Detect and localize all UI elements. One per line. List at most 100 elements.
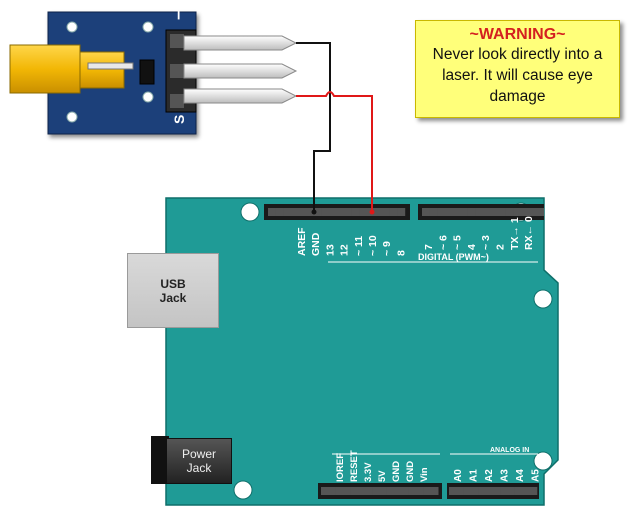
header-socket — [513, 208, 522, 216]
pin-label: ~ 10 — [367, 235, 379, 256]
laser-pin-ground — [183, 35, 298, 51]
pin-label: RESET — [349, 450, 360, 482]
header-socket — [478, 487, 487, 495]
header-socket — [397, 208, 406, 216]
laser-diode-tube — [79, 51, 125, 89]
pin-label: A2 — [484, 469, 495, 482]
header-socket — [359, 208, 368, 216]
pin-label: GND — [391, 461, 402, 482]
header-socket — [505, 208, 514, 216]
pin-label: 5V — [377, 470, 388, 482]
header-socket — [335, 487, 344, 495]
usb-jack-label-line1: USB — [160, 276, 186, 291]
digital-header-label: DIGITAL (PWM~) — [418, 252, 489, 262]
pin-label: GND — [310, 232, 322, 256]
header-socket — [536, 208, 544, 216]
header-socket — [498, 208, 506, 216]
pin-label: 4 — [466, 244, 478, 250]
header-socket — [514, 487, 523, 495]
warning-line-3: damage — [489, 88, 546, 105]
header-socket — [467, 208, 476, 216]
header-socket — [500, 487, 509, 495]
header-socket — [482, 208, 491, 216]
laser-mount-hole — [66, 21, 78, 33]
ground-wire-end — [311, 209, 317, 215]
header-socket — [463, 487, 472, 495]
power-jack-label-line1: Power — [181, 447, 216, 461]
usb-jack: USB Jack — [127, 253, 219, 328]
warning-line-2: laser. It will cause eye — [442, 67, 593, 84]
header-socket — [475, 208, 484, 216]
header-socket — [321, 208, 330, 216]
header-socket — [379, 487, 388, 495]
header-socket — [485, 487, 494, 495]
header-socket — [456, 487, 465, 495]
pin-label: 8 — [395, 250, 407, 256]
ground-wire — [296, 42, 331, 212]
header-socket — [507, 487, 516, 495]
usb-jack-label-line2: Jack — [159, 290, 187, 305]
header-socket — [328, 487, 337, 495]
header-socket — [452, 208, 461, 216]
header-socket — [401, 487, 410, 495]
board-mount-hole — [533, 451, 553, 471]
pin-label: Vin — [419, 467, 430, 482]
warning-note: ~WARNING~ Never look directly into a las… — [415, 20, 620, 118]
header-socket — [490, 208, 499, 216]
header-socket — [364, 487, 373, 495]
pin-label: 2 — [495, 244, 507, 250]
warning-title: ~WARNING~ — [469, 26, 566, 43]
board-mount-hole — [240, 202, 260, 222]
pin-label: IOREF — [335, 453, 346, 482]
header-socket — [422, 208, 430, 216]
header-socket — [492, 487, 501, 495]
laser-module: − S — [9, 11, 298, 135]
header-socket — [351, 208, 360, 216]
pin-label: ~ 9 — [381, 241, 393, 256]
header-socket — [342, 487, 351, 495]
header-socket — [389, 208, 398, 216]
pin-label: A5 — [531, 469, 542, 482]
header-socket — [328, 208, 337, 216]
header-socket — [344, 208, 352, 216]
power-jack-plug — [151, 436, 169, 484]
pin-label: A3 — [500, 469, 511, 482]
header-socket — [283, 208, 292, 216]
pin-label: ~ 5 — [452, 235, 464, 250]
laser-resistor — [139, 59, 155, 85]
header-socket — [268, 208, 276, 216]
power-jack: Power Jack — [166, 438, 232, 484]
header-socket — [449, 487, 457, 495]
power-jack-label-line2: Jack — [186, 461, 212, 475]
header-socket — [394, 487, 402, 495]
pin-label: 7 — [423, 244, 435, 250]
header-socket — [522, 487, 530, 495]
signal-wire-end — [369, 209, 375, 215]
header-socket — [520, 208, 529, 216]
pin-label: TX→ 1 — [509, 217, 521, 250]
header-socket — [415, 487, 424, 495]
pin-label: A4 — [515, 469, 526, 482]
laser-pin-minus-label: − — [171, 11, 188, 20]
warning-line-1: Never look directly into a — [432, 46, 603, 63]
header-socket — [429, 208, 438, 216]
pin-label: AREF — [296, 227, 308, 256]
header-socket — [382, 208, 390, 216]
pin-label: 12 — [339, 244, 351, 256]
header-socket — [321, 487, 329, 495]
header-socket — [437, 208, 446, 216]
pin-label: 3.3V — [363, 462, 374, 482]
pin-label: RX← 0 — [523, 216, 535, 250]
pin-label: ~ 6 — [437, 235, 449, 250]
laser-diode-body — [9, 44, 81, 94]
header-socket — [470, 487, 479, 495]
pin-label: A1 — [469, 469, 480, 482]
board-mount-hole — [533, 289, 553, 309]
header-socket — [350, 487, 359, 495]
header-socket — [290, 208, 299, 216]
header-socket — [460, 208, 468, 216]
header-socket — [430, 487, 439, 495]
